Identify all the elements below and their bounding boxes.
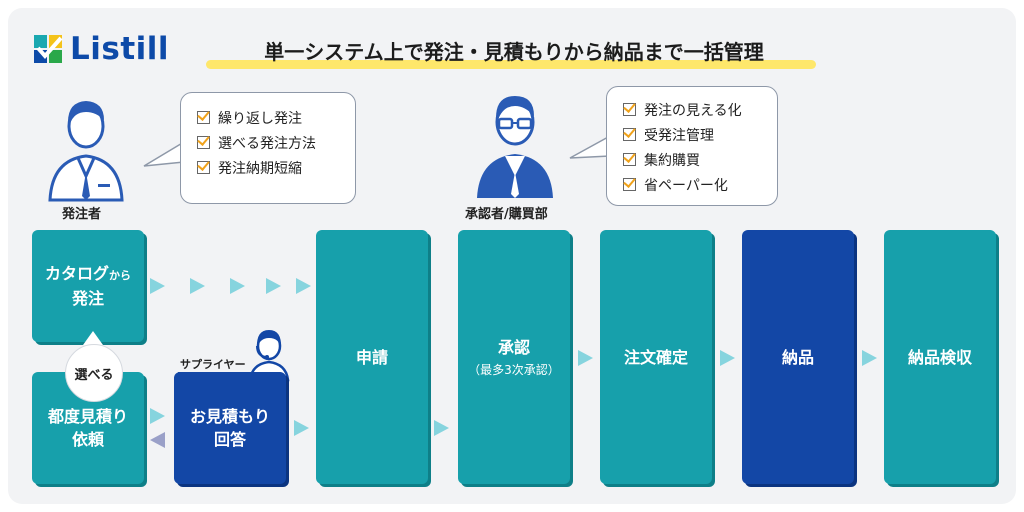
flow-arrow-icon <box>296 278 311 294</box>
flow-arrow-icon <box>150 408 165 424</box>
orderer-person-icon <box>48 101 124 202</box>
step-quote-reply: お見積もり 回答 <box>174 372 286 484</box>
approver-person-icon <box>477 96 553 198</box>
supplier-label: サプライヤー <box>180 358 246 371</box>
flow-arrow-icon <box>150 278 165 294</box>
headline-highlight <box>206 60 816 69</box>
feature-item: 選べる発注方法 <box>197 130 341 155</box>
diagram-canvas: Listill 単一システム上で発注・見積もりから納品まで一括管理 発注者 繰り… <box>8 8 1016 504</box>
step-inspection: 納品検収 <box>884 230 996 484</box>
feature-item: 繰り返し発注 <box>197 105 341 130</box>
return-arrow-icon <box>150 432 165 448</box>
choose-badge: 選べる <box>65 344 123 402</box>
checkbox-icon <box>623 103 636 116</box>
step-application: 申請 <box>316 230 428 484</box>
step-approval: 承認 （最多3次承認） <box>458 230 570 484</box>
brand-name: Listill <box>70 31 170 67</box>
flow-arrow-icon <box>266 278 281 294</box>
orderer-role-label: 発注者 <box>62 207 102 222</box>
step-quote-request: 都度見積り 依頼 <box>32 372 144 484</box>
step-catalog-order: カタログから 発注 <box>32 230 144 342</box>
flow-arrow-icon <box>230 278 245 294</box>
flow-arrow-icon <box>190 278 205 294</box>
feature-item: 集約購買 <box>623 147 763 172</box>
approver-role-label: 承認者/購買部 <box>465 207 548 222</box>
choose-pointer <box>83 331 103 345</box>
bubble-tail <box>143 141 185 167</box>
flow-arrow-icon <box>578 350 593 366</box>
flow-arrow-icon <box>294 420 309 436</box>
step-delivery: 納品 <box>742 230 854 484</box>
feature-item: 発注の見える化 <box>623 97 763 122</box>
flow-arrow-icon <box>434 420 449 436</box>
logo-mark-icon <box>34 35 63 63</box>
orderer-feature-bubble: 繰り返し発注 選べる発注方法 発注納期短縮 <box>180 92 356 204</box>
feature-item: 受発注管理 <box>623 122 763 147</box>
step-order-confirm: 注文確定 <box>600 230 712 484</box>
checkbox-icon <box>623 153 636 166</box>
checkbox-icon <box>197 111 210 124</box>
bubble-tail <box>569 135 611 159</box>
checkbox-icon <box>197 161 210 174</box>
checkbox-icon <box>623 178 636 191</box>
brand-logo: Listill <box>34 31 169 67</box>
feature-item: 発注納期短縮 <box>197 155 341 180</box>
checkbox-icon <box>623 128 636 141</box>
flow-arrow-icon <box>862 350 877 366</box>
flow-arrow-icon <box>720 350 735 366</box>
checkbox-icon <box>197 136 210 149</box>
approver-feature-bubble: 発注の見える化 受発注管理 集約購買 省ペーパー化 <box>606 86 778 206</box>
headline: 単一システム上で発注・見積もりから納品まで一括管理 <box>264 40 764 64</box>
feature-item: 省ペーパー化 <box>623 172 763 197</box>
